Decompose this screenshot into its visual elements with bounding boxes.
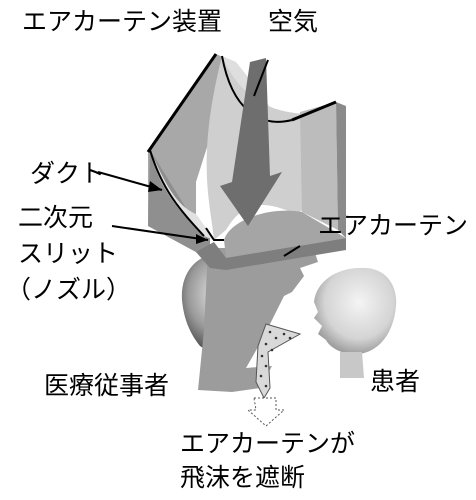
duct-label: ダクト: [30, 159, 106, 188]
caption-line2: 飛沫を遮断: [180, 463, 306, 492]
leader-air: [253, 59, 269, 97]
slit-label-line2: スリット: [18, 239, 119, 268]
device-title-label: エアカーテン装置: [22, 7, 223, 36]
air-arrow: [220, 58, 282, 226]
leader-curtain: [283, 245, 301, 257]
slit-label-line1: 二次元: [18, 203, 94, 232]
leader-duct-arrowhead: [148, 181, 162, 192]
slit-label-line3: （ノズル）: [6, 275, 132, 304]
leader-slit: [111, 225, 209, 241]
droplet-arrow: [246, 397, 286, 427]
droplets: [259, 330, 292, 388]
patient-label: 患者: [370, 367, 421, 396]
patient-head: [314, 267, 397, 378]
caption-line1: エアカーテンが: [180, 429, 356, 458]
droplet-plume: [255, 323, 302, 400]
air-curtain-label: エアカーテン: [318, 211, 469, 240]
leader-slit-arrowhead: [196, 234, 208, 244]
healthcare-worker-label: 医療従事者: [44, 371, 170, 400]
air-label: 空気: [268, 7, 319, 36]
